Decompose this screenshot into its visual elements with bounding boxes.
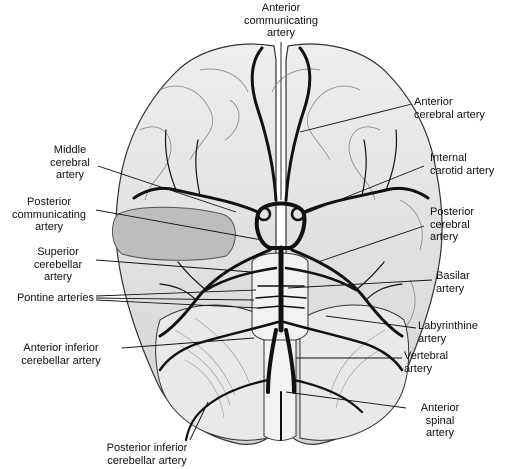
label-internal-carotid-artery: Internal carotid artery	[430, 152, 495, 177]
label-pontine-arteries: Pontine arteries	[16, 292, 94, 304]
leader-basilar	[287, 279, 433, 289]
leader-pontine-1	[95, 289, 257, 297]
leader-pontine-2	[95, 297, 255, 301]
leader-pontine-3	[95, 299, 259, 309]
temporal-lobe-section	[112, 206, 236, 261]
leader-internal-carotid	[303, 165, 425, 215]
label-basilar-artery: Basilar artery	[436, 270, 470, 295]
label-middle-cerebral-artery: Middle cerebral artery	[50, 144, 90, 181]
leader-labyrinthine	[325, 315, 417, 329]
leader-posterior-cerebral	[317, 225, 425, 263]
leader-middle-cerebral	[97, 165, 237, 213]
label-anterior-inferior-cerebellar-artery: Anterior inferior cerebellar artery	[21, 342, 101, 367]
leader-lines	[95, 42, 433, 441]
leader-anterior-cerebral	[299, 103, 413, 133]
label-posterior-communicating-artery: Posterior communicating artery	[12, 196, 86, 233]
cerebellar-folia	[174, 317, 386, 419]
leader-anterior-spinal	[285, 391, 407, 409]
leader-posterior-inferior-cerebellar	[189, 401, 209, 441]
leader-posterior-communicating	[95, 209, 263, 241]
leader-superior-cerebellar	[95, 259, 253, 273]
label-posterior-inferior-cerebellar-artery: Posterior inferior cerebellar artery	[106, 442, 188, 467]
label-superior-cerebellar-artery: Superior cerebellar artery	[33, 246, 83, 283]
label-anterior-cerebral-artery: Anterior cerebral artery	[414, 96, 485, 121]
label-anterior-communicating-artery: Anterior communicating artery	[244, 2, 318, 39]
label-vertebral-artery: Vertebral artery	[404, 350, 449, 375]
label-labyrinthine-artery: Labyrinthine artery	[418, 320, 478, 345]
label-posterior-cerebral-artery: Posterior cerebral artery	[430, 206, 475, 243]
leader-anterior-inferior-cerebellar	[121, 337, 255, 349]
arterial-tree	[132, 46, 430, 442]
label-anterior-spinal-artery: Anterior spinal artery	[420, 402, 460, 439]
